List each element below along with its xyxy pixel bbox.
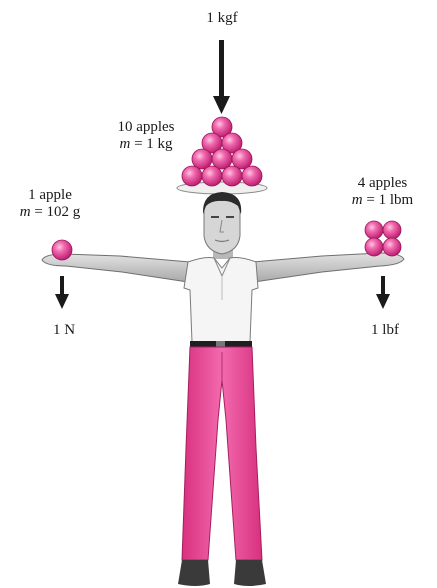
- apple-1-label: 1 apple m = 102 g: [0, 187, 100, 221]
- apples-10-mass: m = 1 kg: [119, 136, 173, 152]
- head: [202, 192, 242, 259]
- right-shoe: [234, 560, 266, 586]
- arrow-down-top: [213, 40, 230, 114]
- force-label-left: 1 N: [52, 322, 76, 338]
- apples-4-label: 4 apples m = 1 lbm: [330, 175, 435, 209]
- apples-4-mass: m = 1 lbm: [351, 192, 414, 208]
- force-label-right: 1 lbf: [371, 322, 399, 338]
- arrow-down-left: [55, 276, 69, 309]
- left-shoe: [178, 560, 210, 586]
- apple-1-mass: m = 102 g: [19, 204, 81, 220]
- arrow-down-right: [376, 276, 390, 309]
- apples-4-count: 4 apples: [357, 175, 408, 191]
- apple-single: [51, 239, 73, 261]
- apples-10-label: 10 apples m = 1 kg: [88, 119, 204, 153]
- apple-pyramid-10: [181, 116, 263, 187]
- pants: [181, 346, 263, 561]
- apples-10-count: 10 apples: [117, 119, 175, 135]
- apple-1-count: 1 apple: [28, 187, 72, 203]
- force-label-top: 1 kgf: [206, 10, 238, 26]
- shirt: [183, 257, 259, 343]
- apple-stack-4: [364, 220, 402, 257]
